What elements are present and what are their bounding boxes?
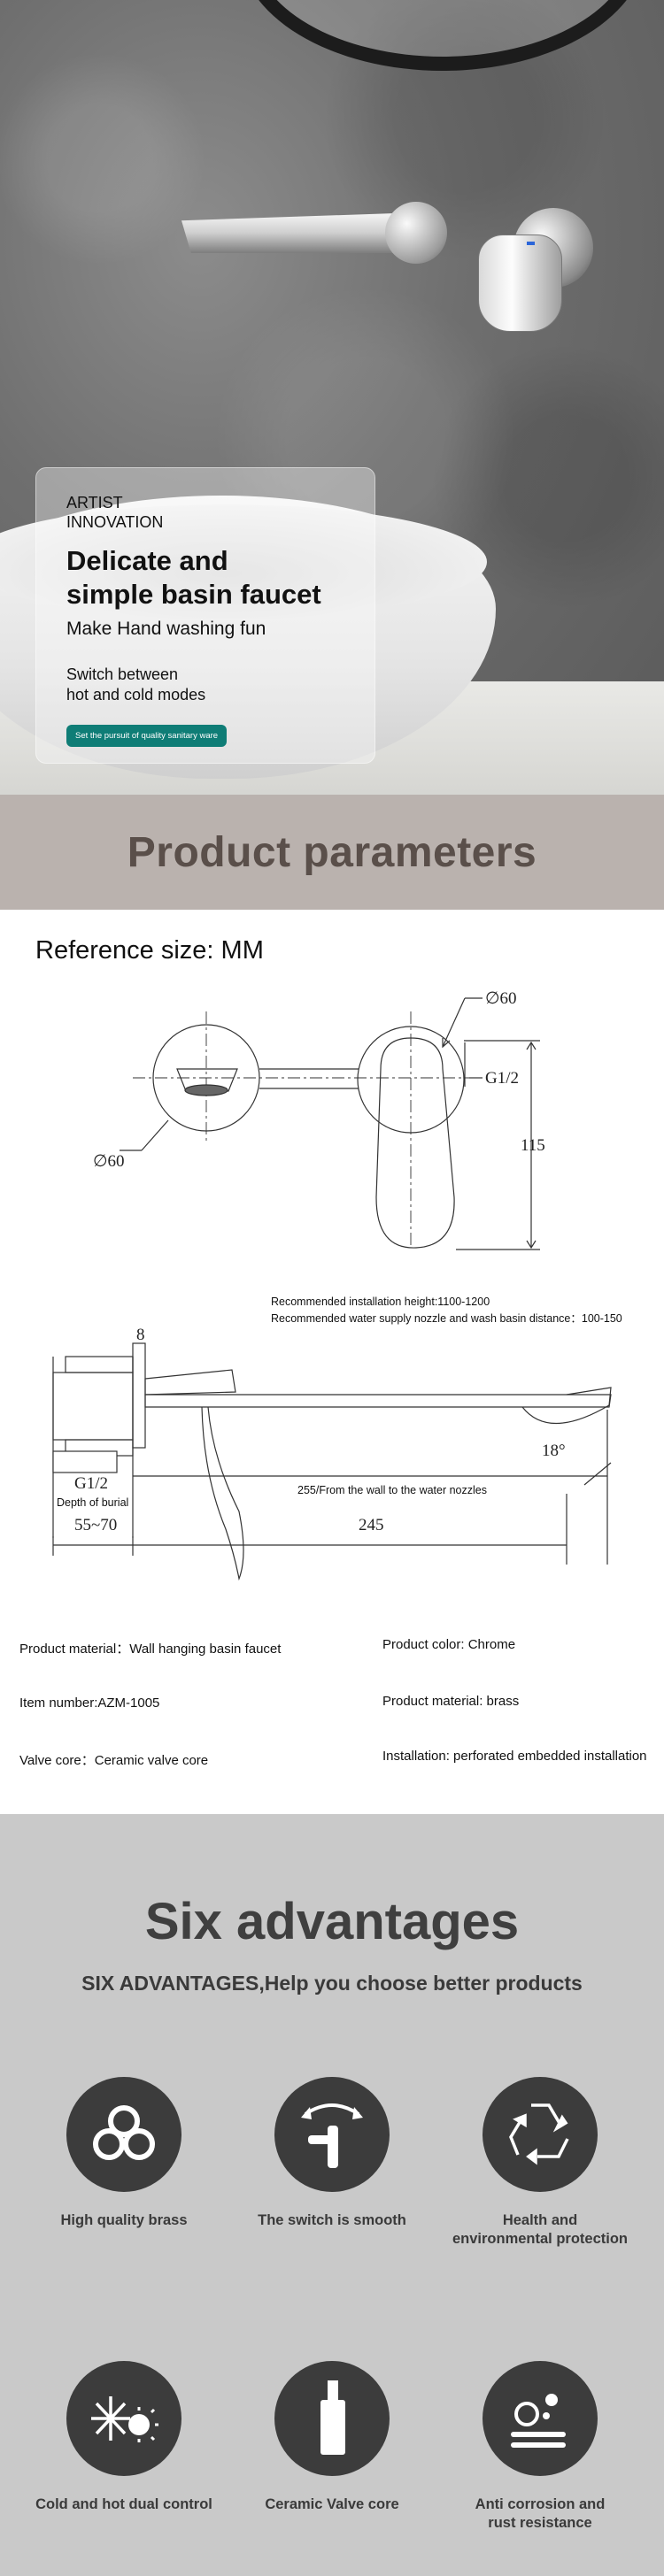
eyebrow-line: ARTIST (66, 494, 123, 511)
hero-banner: ARTIST INNOVATION Delicate and simple ba… (0, 0, 664, 795)
advantage-label: Anti corrosion and rust resistance (443, 2495, 637, 2533)
wall-to-nozzle-label: 255/From the wall to the water nozzles (297, 1484, 487, 1496)
eyebrow-line: INNOVATION (66, 513, 164, 531)
advantage-item: Ceramic Valve core (235, 2361, 429, 2514)
advantage-item: Anti corrosion and rust resistance (443, 2361, 637, 2533)
advantage-item: Cold and hot dual control (27, 2361, 221, 2514)
anti-corrosion-icon (483, 2361, 598, 2476)
dim-thread-bottom: G1/2 (74, 1474, 108, 1493)
rec-distance: Recommended water supply nozzle and wash… (271, 1312, 622, 1325)
spout-end-outline (176, 1068, 238, 1092)
dim-burial-range: 55~70 (74, 1516, 117, 1534)
technical-drawing: Reference size: MM (0, 910, 664, 1814)
reference-size: Reference size: MM (35, 936, 264, 965)
advantage-label: High quality brass (60, 2212, 188, 2228)
advantages-subheading: SIX ADVANTAGES,Help you choose better pr… (81, 1972, 583, 1995)
spec-installation: Installation: perforated embedded instal… (382, 1749, 647, 1764)
wall-plate-side (132, 1342, 146, 1449)
advantage-item: High quality brass (27, 2077, 221, 2230)
dimension-diagram: ∅60 ∅60 G1/2 115 8 G1/2 55~70 245 18° De… (52, 989, 622, 1581)
parameters-header: Product parameters (0, 795, 664, 910)
parameters-heading: Product parameters (127, 828, 537, 876)
spec-color: Product color: Chrome (382, 1637, 516, 1652)
dim-height: 115 (521, 1136, 545, 1155)
spec-material-left: Product material：Wall hanging basin fauc… (19, 1642, 282, 1657)
hero-subtitle: Make Hand washing fun (66, 619, 266, 639)
handle-indicator (527, 242, 535, 245)
handle-outline (375, 1037, 455, 1249)
basin-rim (0, 504, 487, 619)
rec-height: Recommended installation height:1100-120… (271, 1296, 490, 1308)
label-line: environmental protection (452, 2231, 629, 2247)
dim-diameter-left: ∅60 (93, 1152, 125, 1171)
advantage-label: Health and environmental protection (443, 2211, 637, 2249)
note-line: Switch between (66, 665, 179, 683)
faucet-handle (478, 235, 562, 332)
advantage-label: The switch is smooth (258, 2212, 406, 2228)
spec-material-right: Product material: brass (382, 1694, 520, 1709)
faucet-spout (181, 212, 421, 253)
hero-card: ARTIST INNOVATION Delicate and simple ba… (35, 467, 375, 764)
label-line: rust resistance (488, 2515, 592, 2531)
advantage-label: Ceramic Valve core (265, 2496, 399, 2512)
spout-wall-plate (385, 202, 447, 264)
advantages-section: Six advantages SIX ADVANTAGES,Help you c… (0, 1814, 664, 2576)
hero-eyebrow: ARTIST INNOVATION (66, 493, 344, 532)
valve-core-icon (274, 2361, 390, 2476)
tagline-pill: Set the pursuit of quality sanitary ware (66, 725, 228, 747)
dim-angle: 18° (542, 1442, 566, 1460)
advantages-heading: Six advantages (144, 1893, 520, 1950)
note-line: hot and cold modes (66, 686, 206, 704)
spout-side (144, 1394, 612, 1408)
spec-valve-core: Valve core：Ceramic valve core (19, 1753, 209, 1768)
advantage-item: The switch is smooth (235, 2077, 429, 2230)
burial-label: Depth of burial (57, 1496, 128, 1509)
hero-title: Delicate and simple basin faucet (66, 544, 344, 611)
dim-diameter-top: ∅60 (485, 989, 517, 1008)
spec-item-number: Item number:AZM-1005 (19, 1696, 160, 1711)
recycle-icon (483, 2077, 598, 2192)
dim-thread-right: G1/2 (485, 1069, 519, 1088)
hero-note: Switch between hot and cold modes (66, 665, 344, 705)
switch-rotate-icon (274, 2077, 390, 2192)
advantage-label: Cold and hot dual control (35, 2496, 212, 2512)
title-line: Delicate and (66, 545, 228, 576)
label-line: Health and (502, 2212, 578, 2228)
label-line: Anti corrosion and (475, 2496, 606, 2512)
snowflake-sun-icon (66, 2361, 181, 2476)
dim-spout-length: 245 (359, 1516, 384, 1534)
dim-plate-thickness: 8 (136, 1326, 145, 1344)
title-line: simple basin faucet (66, 579, 321, 610)
brass-circles-icon (66, 2077, 181, 2192)
advantage-item: Health and environmental protection (443, 2077, 637, 2249)
